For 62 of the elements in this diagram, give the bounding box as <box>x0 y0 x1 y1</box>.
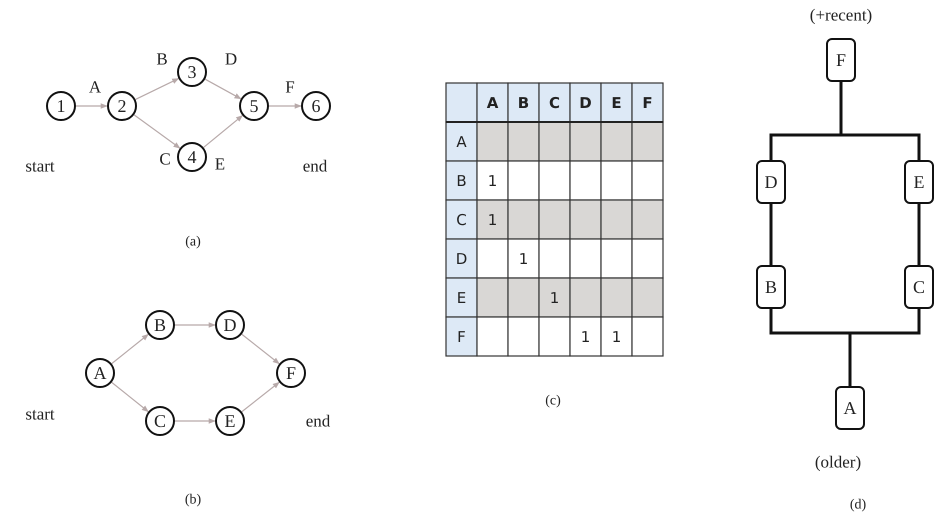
row-header: A <box>456 133 467 150</box>
event-circle: 1 <box>46 91 76 121</box>
matrix-value: 1 <box>488 211 498 228</box>
connector-line <box>840 82 920 160</box>
arrow <box>76 103 108 109</box>
arrow <box>111 334 149 364</box>
event-circle: 4 <box>177 142 207 172</box>
event-circle: F <box>276 358 306 388</box>
arrow <box>111 382 149 412</box>
arrow <box>175 322 216 328</box>
activity-box: B <box>756 265 786 309</box>
column-header: B <box>518 94 530 111</box>
activity-box: A <box>835 386 865 430</box>
column-header: A <box>486 94 498 111</box>
node-caption: (older) <box>814 454 862 472</box>
connector-line <box>918 204 920 265</box>
end-label: end <box>306 412 330 432</box>
matrix-value: 1 <box>518 250 528 267</box>
arrow <box>134 114 180 149</box>
column-header: D <box>579 94 592 111</box>
arrow <box>204 78 242 100</box>
row-header: E <box>456 289 466 306</box>
arrow <box>175 418 216 424</box>
activity-box: E <box>904 160 934 204</box>
arrow <box>241 382 280 412</box>
row-header: C <box>456 211 467 228</box>
arrow <box>203 115 243 148</box>
activity-box: F <box>826 38 856 82</box>
row-header: F <box>457 328 466 345</box>
column-header: E <box>611 94 622 111</box>
panel-label: (a) <box>185 234 201 250</box>
column-header: C <box>549 94 560 111</box>
activity-box: C <box>904 265 934 309</box>
event-circle: A <box>85 358 115 388</box>
row-header: D <box>456 250 468 267</box>
panel-label: (d) <box>850 497 866 513</box>
event-circle: 3 <box>177 57 207 87</box>
end-label: end <box>302 158 328 176</box>
matrix-value: 1 <box>550 289 560 306</box>
row-header: B <box>456 172 467 189</box>
event-circle: 6 <box>301 91 331 121</box>
event-circle: C <box>145 406 175 436</box>
arrow <box>269 103 302 109</box>
start-label: start <box>25 158 55 176</box>
event-circle: E <box>215 406 245 436</box>
panel-label: (c) <box>545 393 561 409</box>
panel-label: (b) <box>184 492 202 508</box>
connector-line <box>770 204 772 265</box>
matrix-value: 1 <box>580 328 590 345</box>
event-circle: 5 <box>239 91 269 121</box>
node-caption: (+recent) <box>810 6 872 26</box>
event-circle: 2 <box>107 91 137 121</box>
start-label: start <box>25 406 55 424</box>
matrix-value: 1 <box>612 328 622 345</box>
arrow <box>241 334 280 364</box>
connector-line <box>848 309 920 386</box>
arrow <box>135 78 180 100</box>
activity-box: D <box>756 160 786 204</box>
event-circle: D <box>215 310 245 340</box>
matrix-value: 1 <box>488 172 498 189</box>
event-circle: B <box>145 310 175 340</box>
column-header: F <box>642 94 653 111</box>
